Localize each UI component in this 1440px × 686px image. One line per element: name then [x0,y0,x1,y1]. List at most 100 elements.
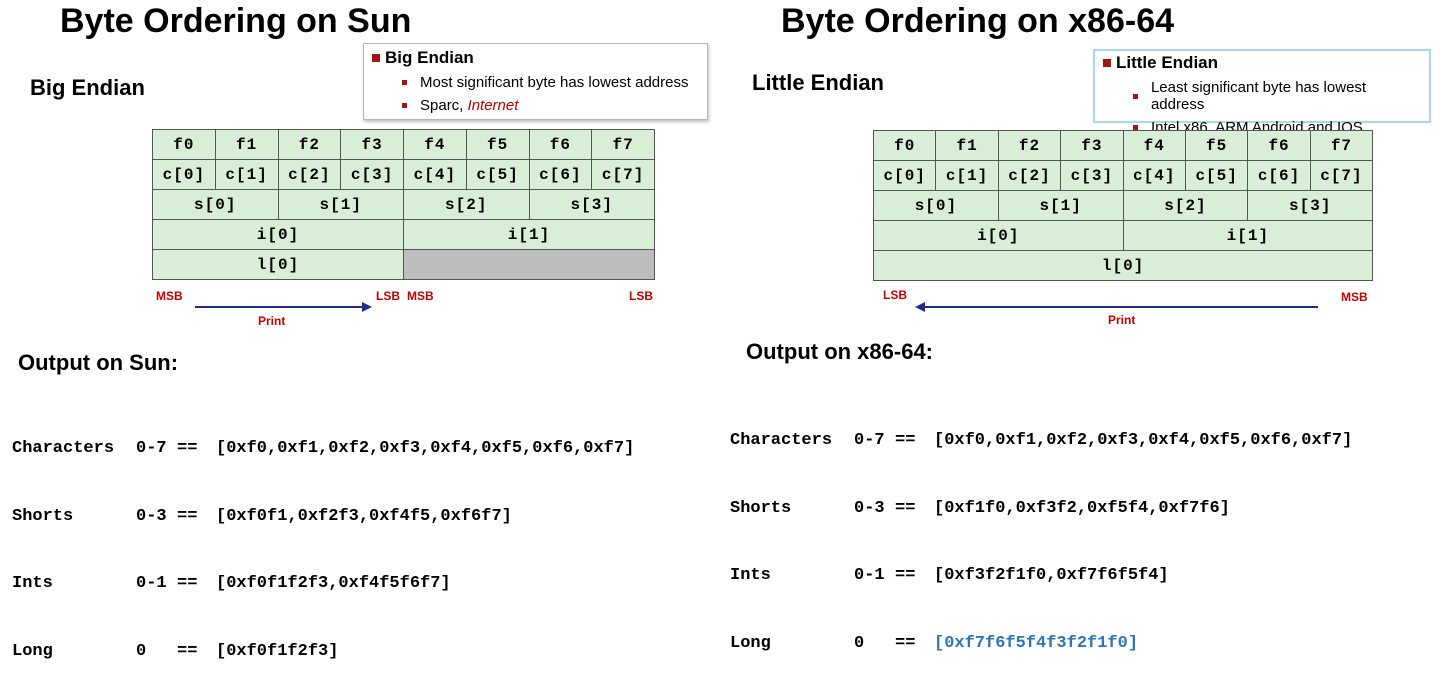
char-cell: c[3] [1060,160,1124,191]
byte-cell: f4 [403,129,467,160]
byte-cell: f5 [465,129,530,160]
byte-cell: f6 [1247,130,1311,161]
callout-bullet-2-italic: Internet [467,97,519,114]
print-arrow-line [924,306,1318,308]
x86-output-heading: Output on x86-64: [746,339,934,364]
char-cell: c[4] [403,159,467,190]
short-row: s[0] s[1] s[2] s[3] [152,189,655,220]
lsb-label: LSB [883,288,907,302]
byte-cell: f3 [340,129,404,160]
bullet-icon [402,103,407,108]
callout-bullet-1: Least significant byte has lowest addres… [1150,79,1367,113]
callout-bullet-2-prefix: Sparc, [420,97,468,114]
int-row: i[0] i[1] [152,219,655,250]
callout-heading: Big Endian [385,48,474,67]
short-cell: s[1] [997,190,1124,221]
char-cell: c[0] [152,159,216,190]
char-cell: c[2] [277,159,342,190]
char-cell: c[7] [1309,160,1374,191]
bullet-icon [1133,125,1138,130]
sun-output-heading: Output on Sun: [18,350,179,375]
byte-cell: f7 [591,129,655,160]
long-row: l[0] [152,249,655,280]
char-cell: c[0] [872,160,937,191]
char-row: c[0] c[1] c[2] c[3] c[4] c[5] c[6] c[7] [872,160,1374,191]
int-cell: i[0] [873,220,1124,251]
byte-cell: f3 [1060,130,1124,161]
bullet-icon [1133,93,1138,99]
int-row: i[0] i[1] [873,220,1374,251]
char-cell: c[5] [465,159,530,190]
sun-memory-layout-table: f0 f1 f2 f3 f4 f5 f6 f7 c[0] c[1] c[2] c… [152,129,655,280]
byte-cell: f1 [935,130,999,161]
left-subtitle: Big Endian [30,75,145,100]
byte-cell: f6 [528,129,593,160]
arrow-right-icon [362,302,372,312]
x86-memory-layout-table: f0 f1 f2 f3 f4 f5 f6 f7 c[0] c[1] c[2] c… [872,130,1374,281]
char-cell: c[1] [214,159,279,190]
long-row: l[0] [872,250,1374,281]
short-cell: s[3] [528,189,655,220]
unused-cell [403,249,655,280]
bullet-icon [402,80,407,85]
right-subtitle: Little Endian [752,70,884,95]
short-cell: s[1] [277,189,404,220]
lsb-label: LSB [629,289,653,303]
char-cell: c[6] [528,159,593,190]
short-row: s[0] s[1] s[2] s[3] [873,190,1374,221]
byte-cell: f5 [1184,130,1249,161]
char-cell: c[7] [591,159,655,190]
msb-label: MSB [407,289,434,303]
byte-cell: f2 [277,129,342,160]
msb-label: MSB [156,289,183,303]
left-title: Byte Ordering on Sun [60,2,412,40]
char-cell: c[6] [1247,160,1311,191]
print-arrow-line [195,306,363,308]
arrow-left-icon [915,302,925,312]
byte-cell: f2 [997,130,1062,161]
lsb-label: LSB [376,289,400,303]
byte-cell: f4 [1122,130,1186,161]
bullet-square-icon [372,54,380,62]
print-label: Print [258,314,286,328]
callout-bullet-1: Most significant byte has lowest address [420,74,689,91]
byte-row: f0 f1 f2 f3 f4 f5 f6 f7 [872,130,1374,161]
byte-cell: f1 [214,129,279,160]
byte-cell: f0 [152,129,216,160]
big-endian-callout: Big Endian Most significant byte has low… [363,43,708,120]
int-cell: i[1] [1122,220,1374,251]
short-cell: s[3] [1247,190,1374,221]
byte-cell: f7 [1309,130,1374,161]
little-endian-callout: Little Endian Least significant byte has… [1093,49,1431,136]
char-cell: c[1] [935,160,999,191]
byte-cell: f0 [872,130,937,161]
callout-heading: Little Endian [1116,53,1218,72]
char-cell: c[2] [997,160,1062,191]
char-cell: c[4] [1122,160,1186,191]
msb-label: MSB [1341,290,1368,304]
short-cell: s[0] [873,190,999,221]
short-cell: s[0] [152,189,279,220]
byte-row: f0 f1 f2 f3 f4 f5 f6 f7 [152,129,655,160]
long-cell: l[0] [872,250,1374,281]
print-label: Print [1108,313,1136,327]
char-cell: c[3] [340,159,404,190]
bullet-square-icon [1103,59,1111,67]
right-title: Byte Ordering on x86-64 [781,2,1175,40]
short-cell: s[2] [1122,190,1249,221]
long-cell: l[0] [152,249,404,280]
short-cell: s[2] [403,189,530,220]
int-cell: i[1] [403,219,655,250]
char-row: c[0] c[1] c[2] c[3] c[4] c[5] c[6] c[7] [152,159,655,190]
int-cell: i[0] [152,219,404,250]
